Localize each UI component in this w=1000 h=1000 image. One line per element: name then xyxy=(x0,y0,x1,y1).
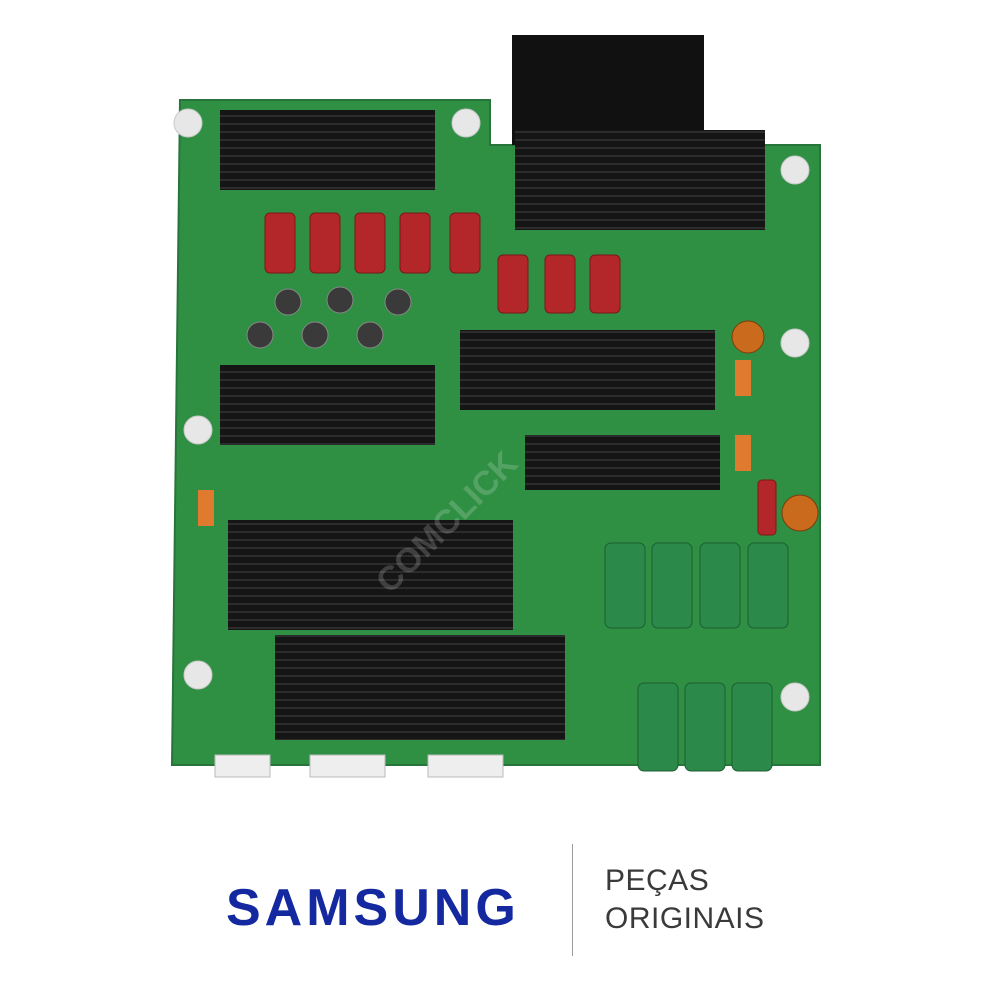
svg-text:SAMSUNG: SAMSUNG xyxy=(226,879,520,935)
green-capacitors xyxy=(604,542,789,772)
caption-line-1: PEÇAS xyxy=(605,864,710,897)
inductors xyxy=(246,286,412,349)
samsung-logo: SAMSUNG xyxy=(226,875,546,935)
caption-text: PEÇAS ORIGINAIS xyxy=(605,862,765,938)
toroids xyxy=(731,320,819,532)
top-enclosure xyxy=(512,35,704,145)
caption-line-2: ORIGINAIS xyxy=(605,902,765,935)
red-capacitors xyxy=(264,212,777,536)
circuit-board-illustration: COMCLICK xyxy=(170,35,821,778)
vertical-divider xyxy=(572,844,573,956)
mounting-holes xyxy=(173,108,810,712)
samsung-wordmark: SAMSUNG xyxy=(226,879,520,935)
brand-footer: SAMSUNG PEÇAS ORIGINAIS xyxy=(0,840,1000,960)
white-connectors xyxy=(214,754,504,778)
orange-connectors xyxy=(198,360,751,526)
circuit-board-photo: COMCLICK xyxy=(160,35,840,805)
heatsinks xyxy=(220,110,765,740)
